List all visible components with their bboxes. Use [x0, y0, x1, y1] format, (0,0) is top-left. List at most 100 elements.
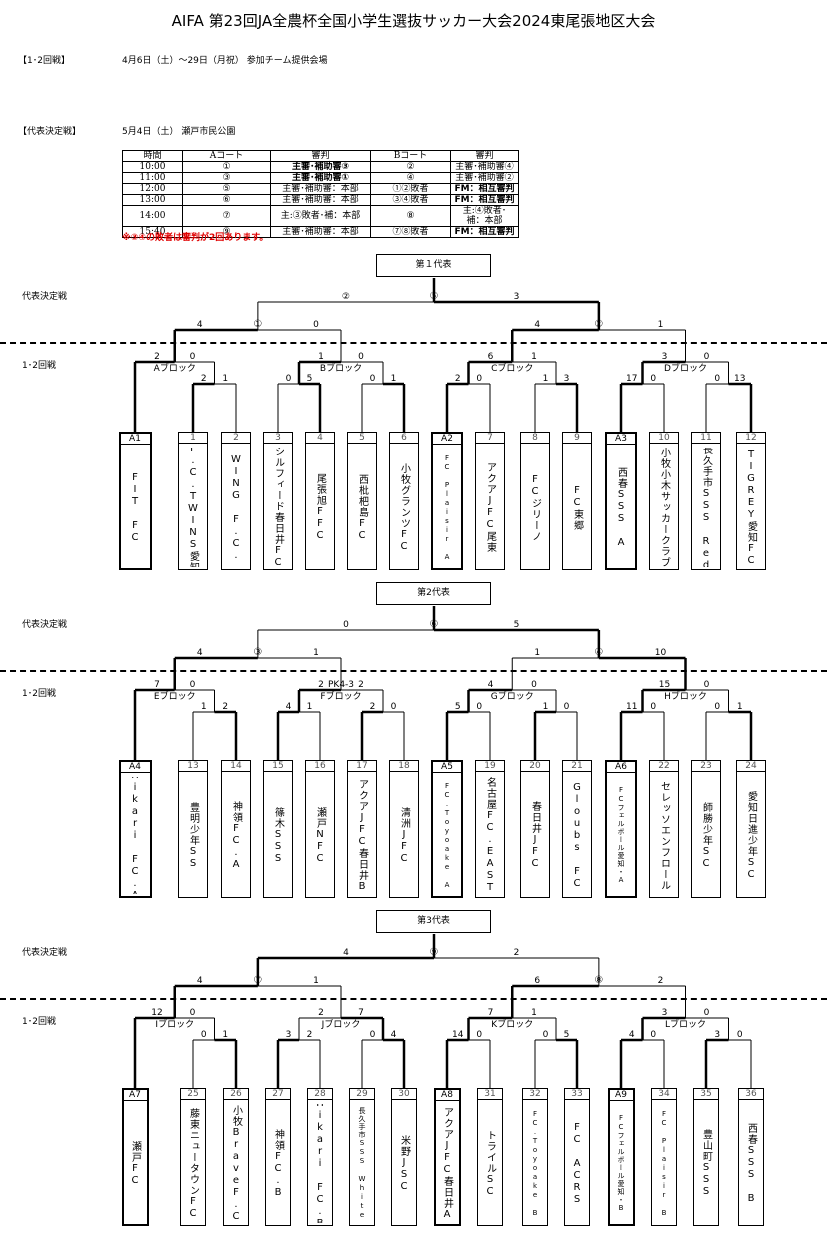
score: 17 — [626, 374, 638, 384]
score: 4 — [628, 1030, 635, 1040]
team-number: 17 — [348, 761, 376, 772]
representative-box: 第１代表 — [376, 254, 491, 277]
team-number: 31 — [478, 1089, 502, 1100]
score: 0 — [390, 702, 397, 712]
team-number: 22 — [650, 761, 678, 772]
score: 2 — [154, 352, 160, 362]
score: 12 — [151, 1008, 163, 1018]
score: 0 — [476, 374, 483, 384]
side-round12-label: 1･2回戦 — [22, 361, 56, 371]
match-number: ⑨ — [429, 947, 439, 958]
team-name: 名古屋FC.EAST — [484, 777, 496, 894]
schedule-cell: 10:00 — [122, 161, 183, 173]
score: 0 — [531, 680, 537, 690]
team-number: 6 — [390, 433, 418, 444]
score: 4 — [487, 680, 494, 690]
score: 4 — [534, 320, 541, 330]
schedule-cell: FM：相互審判 — [450, 226, 519, 238]
score: 7 — [487, 1008, 494, 1018]
match-number: ⑧ — [594, 975, 604, 986]
score: 3 — [714, 1030, 721, 1040]
score: 0 — [189, 1008, 196, 1018]
team-name: 西春SSS B — [745, 1122, 757, 1205]
divider — [0, 998, 827, 1000]
score: 3 — [661, 352, 668, 362]
side-final-label: 代表決定戦 — [22, 948, 68, 958]
score: 0 — [369, 374, 376, 384]
score: 10 — [654, 648, 667, 658]
score: 1 — [222, 1030, 229, 1040]
block-name: Jブロック — [321, 1020, 361, 1030]
team-name: FC東郷 — [571, 484, 583, 531]
score: 0 — [736, 1030, 743, 1040]
score: ② — [341, 292, 350, 302]
schedule-header: 審判 — [270, 150, 371, 162]
schedule-cell: ⑥ — [182, 194, 271, 206]
team-name: 小牧小木サッカークラブ — [658, 448, 670, 567]
schedule-cell: ① — [182, 161, 271, 173]
score: 4 — [196, 648, 203, 658]
team-name: FC.Toyoake A — [443, 781, 451, 890]
score: 0 — [703, 352, 710, 362]
match-number: ⑤ — [429, 291, 439, 302]
score: 0 — [563, 702, 570, 712]
team-name: Hikari FC.B — [314, 1104, 326, 1223]
team-number: 2 — [222, 433, 250, 444]
representative-box: 第3代表 — [376, 910, 491, 933]
score: 0 — [313, 320, 319, 330]
team-number: 28 — [308, 1089, 332, 1100]
team-number: 13 — [179, 761, 207, 772]
score: 1 — [318, 352, 324, 362]
score: 0 — [358, 352, 364, 362]
schedule-cell: 主審･補助審：本部 — [270, 194, 371, 206]
score: 1 — [531, 1008, 537, 1018]
team-number: 23 — [692, 761, 720, 772]
team-name: アクアJFC春日井A — [441, 1106, 453, 1221]
team-name: FC.Toyoake B — [531, 1109, 539, 1218]
team-number: 33 — [565, 1089, 589, 1100]
team-number: 35 — [694, 1089, 718, 1100]
block-name: Kブロック — [491, 1020, 534, 1030]
score: 0 — [285, 374, 292, 384]
match-number: ④ — [594, 647, 604, 658]
schedule-cell: 13:00 — [122, 194, 183, 206]
team-name: 篠木SSS — [272, 806, 284, 865]
score: 5 — [454, 702, 461, 712]
team-number: 7 — [476, 433, 504, 444]
score: 1 — [313, 648, 319, 658]
team-number: 25 — [181, 1089, 205, 1100]
team-number: A7 — [123, 1090, 147, 1101]
score: 0 — [650, 702, 657, 712]
score: 5 — [563, 1030, 570, 1040]
team-number: 26 — [224, 1089, 248, 1100]
schedule-cell: ③④敗者 — [370, 194, 451, 206]
team-number: 9 — [563, 433, 591, 444]
score: 2 — [200, 374, 207, 384]
team-name: WING F.C. — [230, 453, 242, 562]
team-number: 3 — [264, 433, 292, 444]
team-number: 29 — [350, 1089, 374, 1100]
team-number: 30 — [392, 1089, 416, 1100]
team-name: 瀬戸NFC — [314, 806, 326, 865]
team-name: FCフェルボール愛知・B — [617, 1114, 625, 1213]
side-final-label: 代表決定戦 — [22, 292, 68, 302]
team-name: 西春SSS A — [615, 466, 627, 549]
team-number: A8 — [435, 1090, 459, 1101]
score: 2 — [306, 1030, 313, 1040]
match-number: ② — [594, 319, 604, 330]
team-number: 34 — [652, 1089, 676, 1100]
